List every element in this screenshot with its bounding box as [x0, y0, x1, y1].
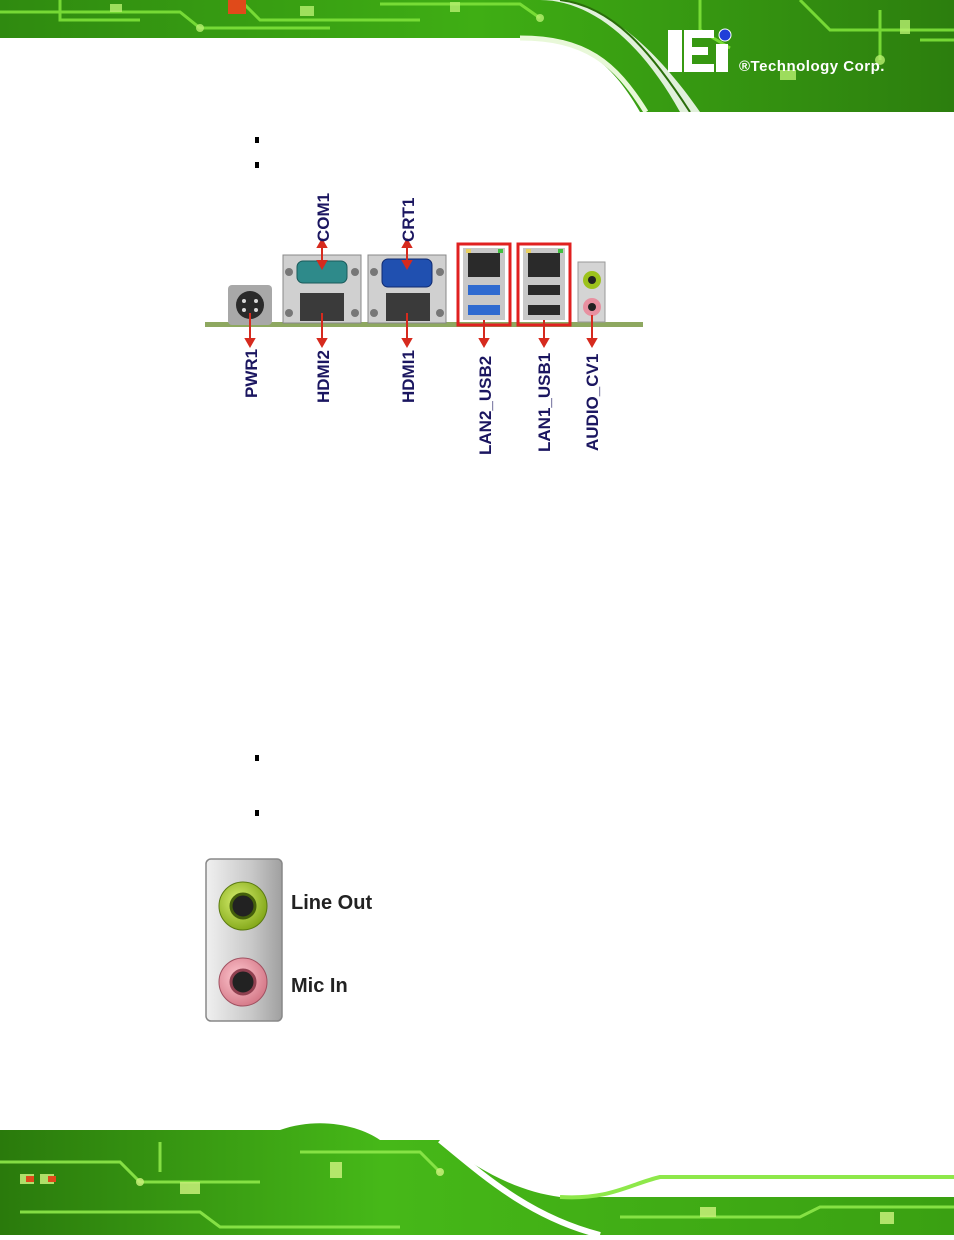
label-pwr1: PWR1: [242, 348, 261, 398]
label-com1: COM1: [314, 192, 333, 242]
audio-jack-illustration: [205, 858, 283, 1022]
label-hdmi2: HDMI2: [314, 350, 333, 403]
bullet-marker: [255, 755, 259, 761]
rear-panel-diagram: [200, 185, 650, 460]
label-hdmi1: HDMI1: [399, 350, 418, 403]
header-banner: ®Technology Corp.: [0, 0, 954, 114]
footer-banner: [0, 1122, 954, 1238]
circuit-board-header-art: [0, 0, 954, 114]
label-lan1-usb1: LAN1_USB1: [535, 352, 554, 452]
label-lan2-usb2: LAN2_USB2: [476, 355, 495, 455]
brand-name: ®Technology Corp.: [739, 58, 885, 75]
iei-logo: [668, 28, 732, 72]
audio-jack-panel: [205, 858, 283, 1022]
bullet-marker: [255, 162, 259, 168]
bullet-marker: [255, 137, 259, 143]
label-crt1: CRT1: [399, 197, 418, 242]
label-audio-cv1: AUDIO_CV1: [583, 353, 602, 451]
bullet-marker: [255, 810, 259, 816]
label-mic-in: Mic In: [291, 975, 348, 997]
label-line-out: Line Out: [291, 892, 373, 914]
circuit-board-footer-art: [0, 1122, 954, 1238]
rear-panel-illustration: [205, 237, 643, 349]
